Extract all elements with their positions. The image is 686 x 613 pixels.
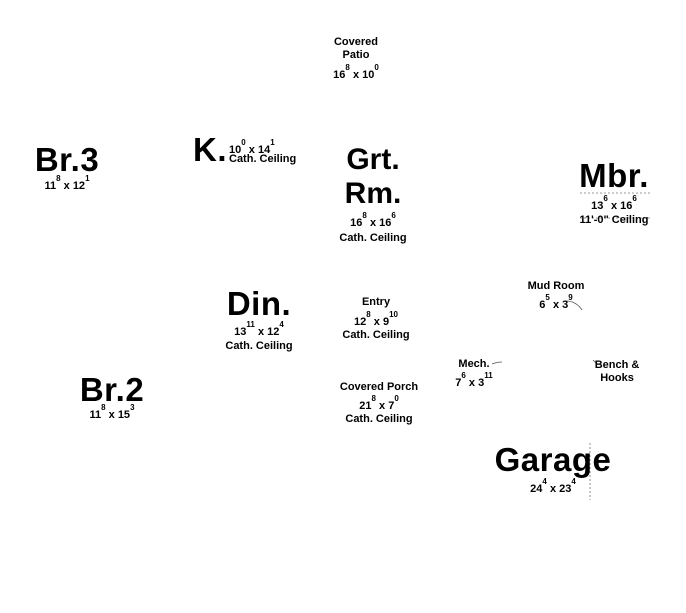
mud-room-leader	[565, 300, 583, 311]
patio-label-line1: Covered	[333, 36, 379, 48]
room-dining: Din. 1311 x 124 Cath. Ceiling	[215, 285, 303, 353]
porch-dimensions: 218 x 70	[359, 394, 399, 412]
mech-label: Mech.	[458, 358, 490, 370]
kitchen-ceiling-note: Cath. Ceiling	[229, 153, 297, 165]
patio-dimensions: 168 x 100	[333, 63, 379, 81]
room-master-bedroom: Mbr. 136 x 166 11'-0" Ceiling	[568, 157, 660, 227]
bench-label-line1: Bench &	[594, 359, 640, 371]
entry-ceiling-note: Cath. Ceiling	[342, 329, 410, 341]
great-room-dimensions: 168 x 166	[350, 211, 396, 229]
room-garage: Garage 244 x 234	[488, 442, 618, 496]
porch-label: Covered Porch	[339, 381, 419, 393]
bench-leader	[592, 359, 597, 364]
dining-label: Din.	[226, 285, 292, 322]
room-bedroom-2: Br.2 118 x 153	[70, 372, 154, 422]
dining-ceiling-note: Cath. Ceiling	[225, 340, 293, 352]
room-covered-patio: Covered Patio 168 x 100	[320, 36, 392, 82]
master-ceiling-note: 11'-0" Ceiling	[579, 214, 649, 226]
great-room-label-line1: Grt.	[346, 143, 400, 176]
garage-label: Garage	[494, 441, 612, 478]
great-room-label-line2: Rm.	[344, 177, 402, 210]
mud-room-dimensions: 65 x 39	[539, 293, 573, 311]
patio-label-line2: Patio	[342, 49, 370, 61]
kitchen-label: K.	[193, 131, 227, 168]
mech-leader	[491, 361, 503, 365]
master-label: Mbr.	[579, 157, 649, 194]
room-kitchen: K. 100 x 141 Cath. Ceiling	[193, 132, 305, 172]
room-mud-room: Mud Room 65 x 39	[520, 280, 592, 312]
mud-room-label: Mud Room	[527, 280, 585, 292]
br3-label: Br.3	[34, 141, 100, 178]
bench-label-line2: Hooks	[600, 372, 634, 384]
mech-dimensions: 76 x 311	[455, 371, 493, 389]
dining-dimensions: 1311 x 124	[234, 320, 284, 338]
bench-and-hooks: Bench & Hooks	[588, 359, 646, 385]
room-bedroom-3: Br.3 118 x 121	[25, 142, 109, 193]
room-entry: Entry 128 x 910 Cath. Ceiling	[334, 296, 418, 341]
master-dimensions: 136 x 166	[591, 194, 637, 212]
room-great-room: Grt. Rm. 168 x 166 Cath. Ceiling	[328, 143, 418, 244]
garage-dimensions: 244 x 234	[530, 477, 576, 495]
room-covered-porch: Covered Porch 218 x 70 Cath. Ceiling	[328, 381, 430, 425]
kitchen-dimensions: 100 x 141	[229, 138, 275, 156]
porch-ceiling-note: Cath. Ceiling	[345, 413, 413, 425]
great-room-ceiling-note: Cath. Ceiling	[339, 232, 407, 244]
room-mechanical: Mech. 76 x 311	[448, 358, 500, 390]
entry-label: Entry	[361, 296, 391, 308]
entry-dimensions: 128 x 910	[354, 310, 398, 328]
br2-label: Br.2	[79, 371, 145, 408]
br2-dimensions: 118 x 153	[89, 403, 135, 421]
br3-dimensions: 118 x 121	[44, 174, 90, 192]
